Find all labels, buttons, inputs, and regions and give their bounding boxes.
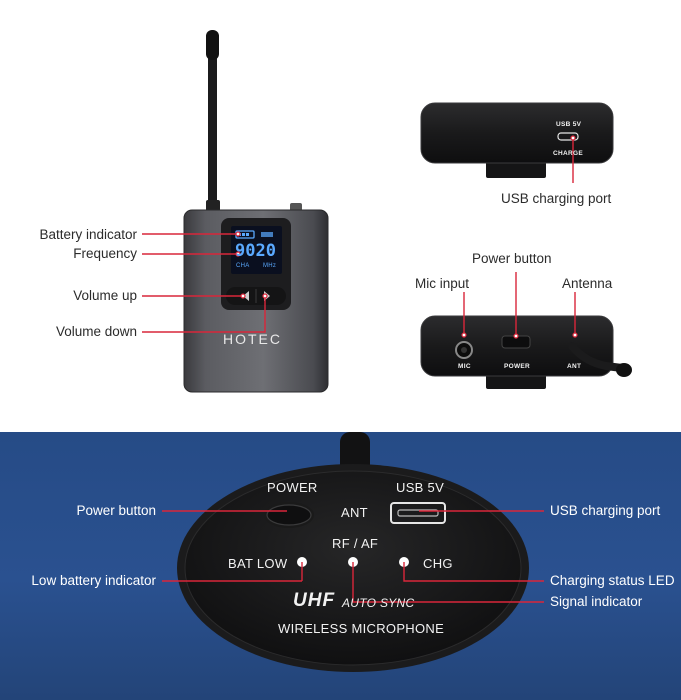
callout-mic-input: Mic input — [415, 276, 470, 291]
panel-rf-af-label: RF / AF — [332, 536, 379, 551]
callout-dots — [235, 135, 578, 339]
callout-signal-indicator: Signal indicator — [550, 594, 643, 609]
bodypack-transmitter — [183, 30, 329, 393]
panel-ant-label: ANT — [341, 505, 368, 520]
panel-chg-label: CHG — [423, 556, 453, 571]
panel-power-label: POWER — [267, 480, 318, 495]
callout-low-battery-indicator: Low battery indicator — [31, 573, 156, 588]
usb-view-device — [420, 102, 614, 178]
callout-volume-up: Volume up — [73, 288, 137, 303]
brand-logo-text: HOTEC — [223, 331, 282, 347]
callout-volume-down: Volume down — [55, 324, 137, 339]
callout-usb-charging-port-top: USB charging port — [501, 191, 612, 206]
power-label: POWER — [504, 363, 531, 370]
power-button-icon — [266, 504, 312, 526]
lcd-frequency-readout: 9020 — [235, 241, 276, 261]
panel-auto-sync-label: AUTO SYNC — [342, 596, 415, 610]
panel-bat-low-label: BAT LOW — [228, 556, 288, 571]
lcd-unit: MHz — [263, 263, 277, 269]
panel-usb-label: USB 5V — [396, 480, 445, 495]
callout-frequency: Frequency — [73, 246, 137, 261]
panel-uhf-logo: UHF — [293, 590, 336, 611]
side-view-device — [420, 315, 632, 389]
usb-port-icon — [557, 132, 579, 141]
panel-wireless-microphone-label: WIRELESS MICROPHONE — [278, 621, 445, 636]
callout-battery-indicator: Battery indicator — [39, 227, 137, 242]
callout-charging-status-led: Charging status LED — [550, 573, 675, 588]
antenna-label: ANT — [567, 363, 582, 370]
usb-label: USB 5V — [556, 121, 582, 128]
callout-power-button-bottom: Power button — [76, 503, 156, 518]
charge-label: CHARGE — [553, 150, 583, 157]
mic-label: MIC — [458, 363, 471, 370]
callout-antenna: Antenna — [562, 276, 613, 291]
usb-port-icon — [390, 502, 446, 524]
bottom-panel-device — [177, 432, 529, 672]
callout-power-button-top: Power button — [472, 251, 552, 266]
callout-lines — [142, 138, 576, 603]
callout-usb-charging-port-bottom: USB charging port — [550, 503, 661, 518]
lcd-channel: CHA — [236, 263, 250, 269]
